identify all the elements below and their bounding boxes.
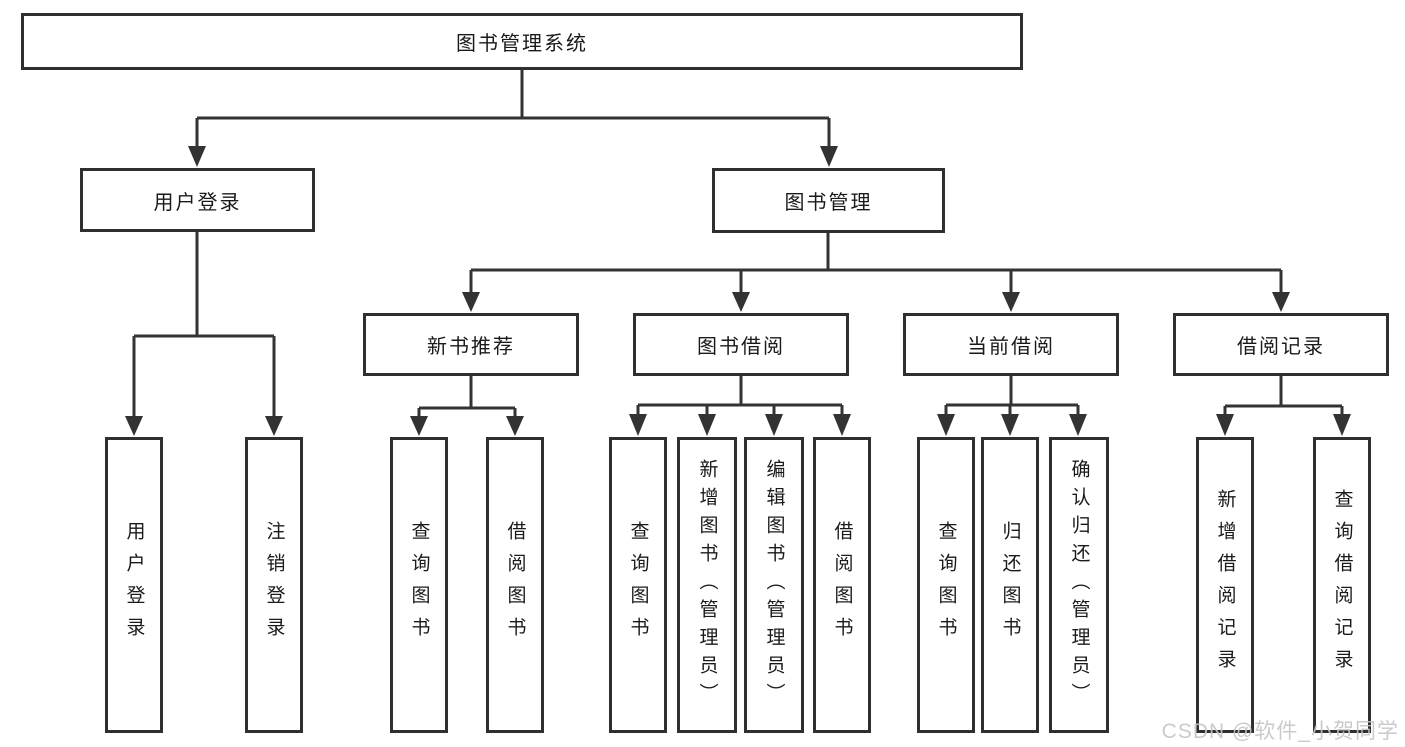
leaf-confirm-return-admin: 确认归还（管理员） bbox=[1049, 437, 1109, 733]
leaf-user-login-label: 用户登录 bbox=[123, 521, 145, 649]
leaf-query-books-borrowing-label: 查询图书 bbox=[627, 521, 649, 649]
leaf-query-books-recommend-label: 查询图书 bbox=[408, 521, 430, 649]
node-new-book-recommendation-label: 新书推荐 bbox=[427, 336, 515, 358]
leaf-query-books-current-label: 查询图书 bbox=[935, 521, 957, 649]
leaf-return-books: 归还图书 bbox=[981, 437, 1039, 733]
leaf-logout: 注销登录 bbox=[245, 437, 303, 733]
node-library-system: 图书管理系统 bbox=[21, 13, 1023, 70]
leaf-add-borrow-record: 新增借阅记录 bbox=[1196, 437, 1254, 733]
leaf-add-book-admin-label: 新增图书（管理员） bbox=[696, 459, 718, 711]
leaf-confirm-return-admin-label: 确认归还（管理员） bbox=[1068, 459, 1090, 711]
node-book-borrowing-label: 图书借阅 bbox=[697, 336, 785, 358]
leaf-borrow-books-borrowing: 借阅图书 bbox=[813, 437, 871, 733]
node-book-management-label: 图书管理 bbox=[784, 192, 873, 214]
leaf-query-borrow-record: 查询借阅记录 bbox=[1313, 437, 1371, 733]
leaf-borrow-books-borrowing-label: 借阅图书 bbox=[831, 521, 853, 649]
leaf-return-books-label: 归还图书 bbox=[999, 521, 1021, 649]
node-borrowing-records-label: 借阅记录 bbox=[1237, 336, 1325, 358]
arrowhead-group bbox=[125, 146, 1351, 436]
node-book-management: 图书管理 bbox=[712, 168, 945, 233]
node-current-borrowing-label: 当前借阅 bbox=[967, 336, 1055, 358]
leaf-add-borrow-record-label: 新增借阅记录 bbox=[1214, 489, 1236, 681]
node-book-borrowing: 图书借阅 bbox=[633, 313, 849, 376]
node-user-login-label: 用户登录 bbox=[153, 191, 242, 214]
node-current-borrowing: 当前借阅 bbox=[903, 313, 1119, 376]
leaf-query-books-borrowing: 查询图书 bbox=[609, 437, 667, 733]
leaf-query-books-recommend: 查询图书 bbox=[390, 437, 448, 733]
leaf-logout-label: 注销登录 bbox=[263, 521, 285, 649]
node-new-book-recommendation: 新书推荐 bbox=[363, 313, 579, 376]
leaf-edit-book-admin-label: 编辑图书（管理员） bbox=[763, 459, 785, 711]
leaf-borrow-books-recommend-label: 借阅图书 bbox=[504, 521, 526, 649]
leaf-edit-book-admin: 编辑图书（管理员） bbox=[744, 437, 804, 733]
leaf-add-book-admin: 新增图书（管理员） bbox=[677, 437, 737, 733]
node-library-system-label: 图书管理系统 bbox=[456, 33, 588, 55]
watermark: CSDN @软件_小贺同学 bbox=[1161, 720, 1399, 743]
leaf-query-borrow-record-label: 查询借阅记录 bbox=[1331, 489, 1353, 681]
leaf-user-login: 用户登录 bbox=[105, 437, 163, 733]
leaf-query-books-current: 查询图书 bbox=[917, 437, 975, 733]
leaf-borrow-books-recommend: 借阅图书 bbox=[486, 437, 544, 733]
node-user-login: 用户登录 bbox=[80, 168, 315, 232]
node-borrowing-records: 借阅记录 bbox=[1173, 313, 1389, 376]
